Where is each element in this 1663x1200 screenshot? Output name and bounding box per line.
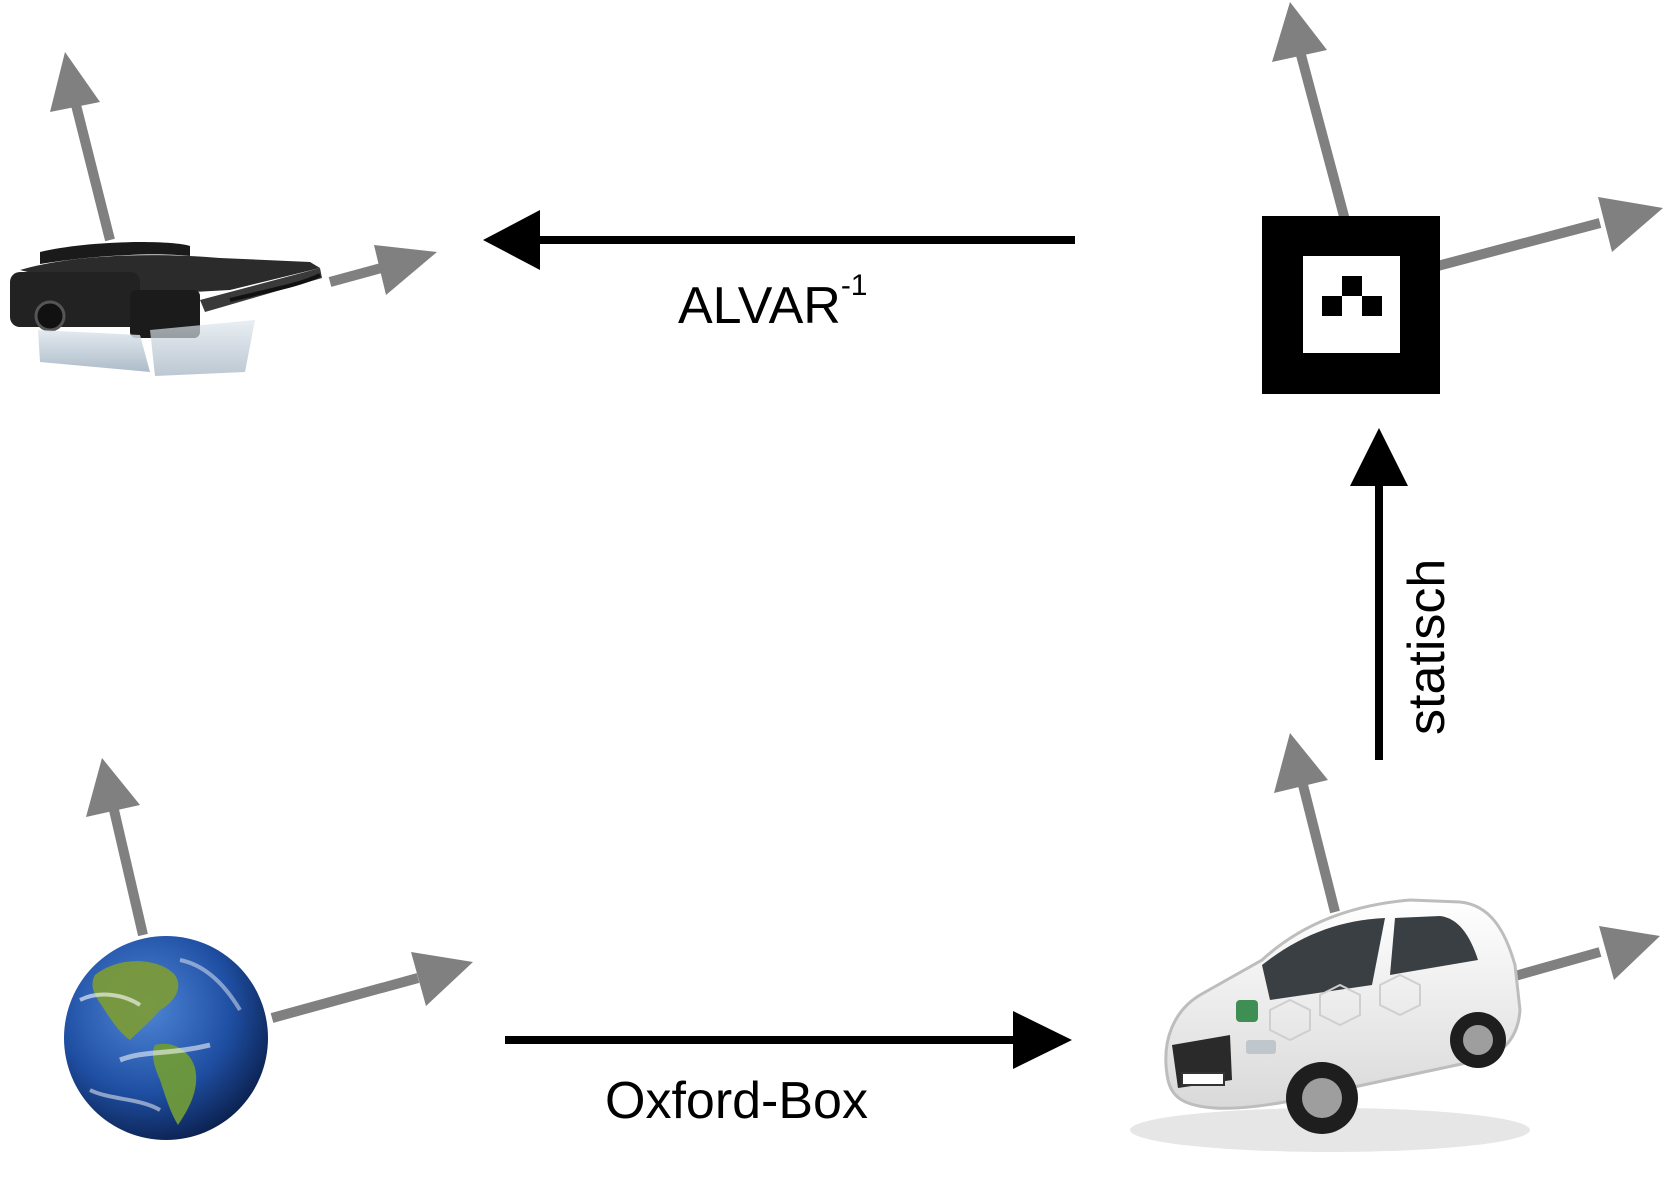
edge-static-label: statisch bbox=[1398, 559, 1456, 735]
glasses-axis-right-head bbox=[374, 245, 437, 295]
world-axis-right bbox=[270, 973, 420, 1023]
glasses-axis-right bbox=[328, 262, 387, 287]
car-axis-right bbox=[1513, 947, 1602, 981]
edge-alvar: ALVAR-1 bbox=[483, 210, 1075, 335]
marker-axis-right bbox=[1428, 218, 1602, 273]
car-frame-axes bbox=[1274, 733, 1660, 981]
world-axis-up-head bbox=[86, 758, 140, 817]
edge-static-head bbox=[1350, 428, 1408, 486]
car-axis-right-head bbox=[1599, 926, 1660, 980]
glasses-frame-axes bbox=[50, 52, 437, 295]
world-axis-right-head bbox=[411, 952, 473, 1006]
ar-glasses-icon bbox=[10, 242, 322, 376]
marker-axis-right-head bbox=[1598, 197, 1663, 252]
alvar-marker-icon bbox=[1262, 216, 1440, 394]
car-axis-up-head bbox=[1274, 733, 1328, 793]
glasses-axis-up bbox=[71, 103, 115, 242]
edge-alvar-label: ALVAR-1 bbox=[678, 269, 868, 335]
edge-oxford: Oxford-Box bbox=[505, 1011, 1072, 1130]
edge-alvar-head bbox=[483, 210, 540, 270]
world-frame-axes bbox=[86, 758, 473, 1023]
edge-oxford-head bbox=[1013, 1011, 1072, 1069]
marker-frame-axes bbox=[1272, 2, 1663, 273]
car-axis-up bbox=[1298, 783, 1340, 914]
earth-globe-icon bbox=[64, 936, 268, 1140]
world-axis-up bbox=[109, 808, 148, 937]
marker-axis-up-head bbox=[1272, 2, 1327, 62]
car-icon bbox=[1130, 898, 1530, 1152]
edge-alvar-label-sup: -1 bbox=[841, 269, 868, 302]
edge-oxford-label: Oxford-Box bbox=[605, 1072, 868, 1130]
glasses-axis-up-head bbox=[50, 52, 100, 112]
marker-axis-up bbox=[1296, 53, 1350, 222]
edge-alvar-label-text: ALVAR bbox=[678, 277, 841, 335]
edge-static: statisch bbox=[1350, 428, 1456, 760]
